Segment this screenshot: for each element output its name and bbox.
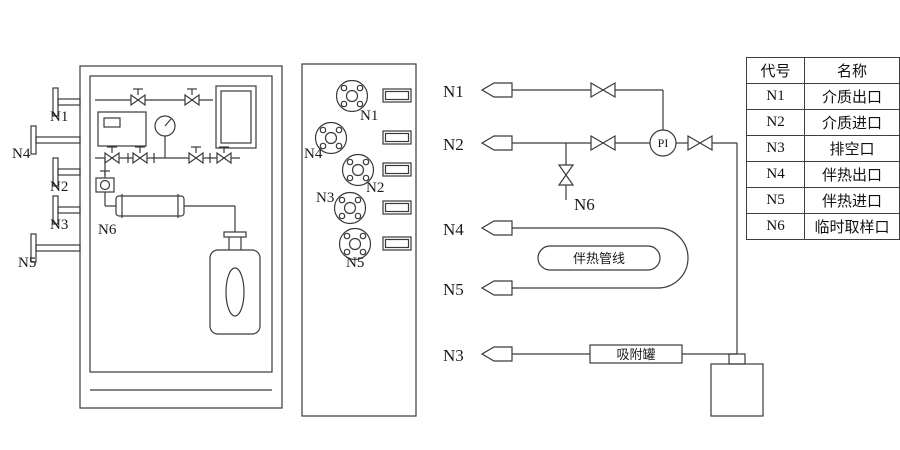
flange-plate xyxy=(382,236,412,251)
nozzle-n4-stub xyxy=(30,125,81,155)
flange-n3-label: N3 xyxy=(316,190,334,206)
legend-row: N1 介质出口 xyxy=(745,83,900,110)
legend-row: N3 排空口 xyxy=(745,135,900,162)
heat-trace-loop xyxy=(481,220,689,296)
legend-row: N2 介质进口 xyxy=(745,109,900,136)
cabinet-valve-icon xyxy=(216,146,232,164)
cabinet-valve-icon xyxy=(184,88,200,106)
nozzle-n4-label: N4 xyxy=(12,146,31,162)
outlet-valve-icon xyxy=(687,135,713,151)
legend-row: N4 伴热出口 xyxy=(745,161,900,188)
flange-n3 xyxy=(333,191,367,225)
legend-name: 介质进口 xyxy=(804,109,900,136)
flange-n1-label: N1 xyxy=(360,108,378,124)
legend-code: N2 xyxy=(745,109,806,136)
legend-code: N6 xyxy=(745,213,806,240)
flange-plate xyxy=(382,88,412,103)
schematic-n2-label: N2 xyxy=(443,135,464,154)
pi-instrument-label: PI xyxy=(658,136,669,150)
n6-branch-valve-icon xyxy=(558,164,574,186)
n2-valve-icon xyxy=(590,135,616,151)
flange-n2-label: N2 xyxy=(366,180,384,196)
nozzle-n1-stub xyxy=(52,87,81,117)
nozzle-n1-label: N1 xyxy=(50,109,68,125)
cabinet-front-view xyxy=(30,65,283,409)
controller-box xyxy=(97,111,147,147)
line-n1 xyxy=(481,82,664,130)
nozzle-n6-label: N6 xyxy=(98,222,117,238)
nozzle-n3-stub xyxy=(52,195,81,225)
n5-flow-arrow-icon xyxy=(481,280,513,296)
sample-cylinder xyxy=(104,192,236,232)
sample-valve xyxy=(95,158,115,193)
drain-tank xyxy=(710,353,764,417)
panel-side-view xyxy=(301,63,417,417)
n1-flow-arrow-icon xyxy=(481,82,513,98)
n1-valve-icon xyxy=(590,82,616,98)
schematic-n4-label: N4 xyxy=(443,220,464,239)
flange-plate xyxy=(382,162,412,177)
flow-schematic xyxy=(481,82,764,417)
legend-name: 临时取样口 xyxy=(804,213,900,240)
heat-trace-label-box xyxy=(537,245,661,271)
adsorber-label: 吸附罐 xyxy=(616,347,655,362)
legend-header-row: 代号 名称 xyxy=(745,57,900,84)
flange-plate xyxy=(382,130,412,145)
cabinet-outer-frame xyxy=(79,65,283,409)
nozzle-n2-label: N2 xyxy=(50,179,68,195)
legend-name: 伴热出口 xyxy=(804,161,900,188)
legend-code: N1 xyxy=(745,83,806,110)
legend-header-name: 名称 xyxy=(804,57,900,84)
schematic-n6-label: N6 xyxy=(574,195,595,214)
cabinet-inner-frame xyxy=(89,75,273,373)
nozzle-n3-label: N3 xyxy=(50,217,68,233)
flange-n5-label: N5 xyxy=(346,255,364,271)
line-n2 xyxy=(481,135,738,354)
legend-name: 伴热进口 xyxy=(804,187,900,214)
nozzle-n5-stub xyxy=(30,233,81,263)
n2-flow-arrow-icon xyxy=(481,135,513,151)
cabinet-internals xyxy=(95,85,261,335)
legend-header-code: 代号 xyxy=(745,57,806,84)
cabinet-valve-icon xyxy=(104,146,120,164)
legend-name: 排空口 xyxy=(804,135,900,162)
flange-n1 xyxy=(335,79,369,113)
line-n3 xyxy=(481,344,737,364)
n4-flow-arrow-icon xyxy=(481,220,513,236)
legend-name: 介质出口 xyxy=(804,83,900,110)
flange-n4-label: N4 xyxy=(304,146,323,162)
panel-frame xyxy=(301,63,417,417)
schematic-n5-label: N5 xyxy=(443,280,464,299)
legend-code: N5 xyxy=(745,187,806,214)
pi-instrument-circle xyxy=(649,129,677,157)
cabinet-valve-icon xyxy=(188,146,204,164)
pressure-gauge xyxy=(154,115,176,158)
n3-flow-arrow-icon xyxy=(481,346,513,362)
nozzle-n2-stub xyxy=(52,157,81,187)
collection-bottle xyxy=(209,231,261,335)
legend-row: N5 伴热进口 xyxy=(745,187,900,214)
flange-plate xyxy=(382,200,412,215)
schematic-n1-label: N1 xyxy=(443,82,464,101)
door-window xyxy=(215,85,257,149)
nozzle-n5-label: N5 xyxy=(18,255,36,271)
schematic-n3-label: N3 xyxy=(443,346,464,365)
legend-table: 代号 名称 N1 介质出口 N2 介质进口 N3 排空口 N4 xyxy=(745,57,900,240)
cabinet-valve-icon xyxy=(132,146,148,164)
legend-code: N4 xyxy=(745,161,806,188)
heat-trace-label: 伴热管线 xyxy=(573,251,625,266)
legend-code: N3 xyxy=(745,135,806,162)
legend-row: N6 临时取样口 xyxy=(745,213,900,240)
cabinet-valve-icon xyxy=(130,88,146,106)
